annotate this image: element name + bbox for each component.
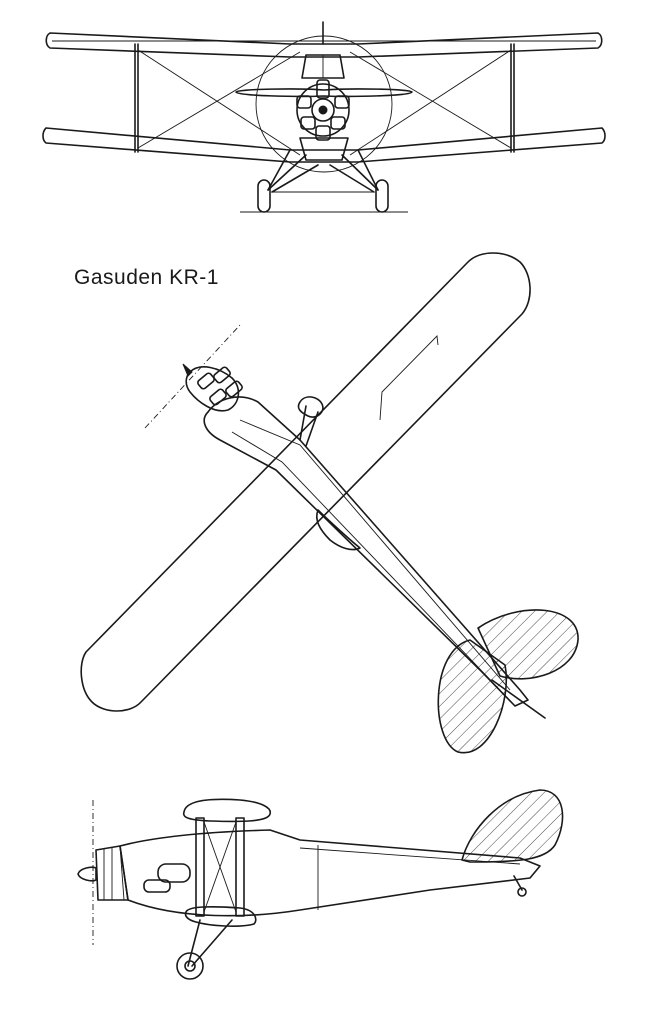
side-cockpit-window [157, 863, 191, 883]
front-interplane-struts [134, 43, 515, 153]
aircraft-title: Gasuden KR-1 [74, 266, 219, 289]
top-wing [80, 252, 531, 712]
top-wing-struts [297, 396, 324, 447]
side-view [77, 789, 564, 980]
side-upper-wing [182, 798, 271, 823]
top-fuselage [203, 396, 529, 707]
side-fin [461, 789, 564, 863]
front-bracing-wires [137, 49, 512, 156]
top-cockpit [315, 509, 361, 551]
front-propeller-disc [255, 35, 393, 173]
front-view [42, 21, 606, 213]
front-upper-wing [45, 32, 603, 58]
side-lower-wing [184, 906, 257, 927]
front-lower-wing [42, 127, 606, 163]
front-fuselage [299, 137, 349, 161]
side-fuselage [119, 829, 541, 917]
top-engine [182, 363, 243, 412]
top-propeller [144, 324, 241, 429]
side-struts [195, 817, 245, 917]
top-view [80, 252, 579, 754]
side-landing-gear [176, 875, 527, 980]
top-tailplane [437, 609, 579, 754]
front-engine [296, 54, 350, 141]
front-landing-gear [240, 149, 408, 213]
top-aileron [379, 335, 439, 421]
front-tailplane [235, 88, 413, 98]
